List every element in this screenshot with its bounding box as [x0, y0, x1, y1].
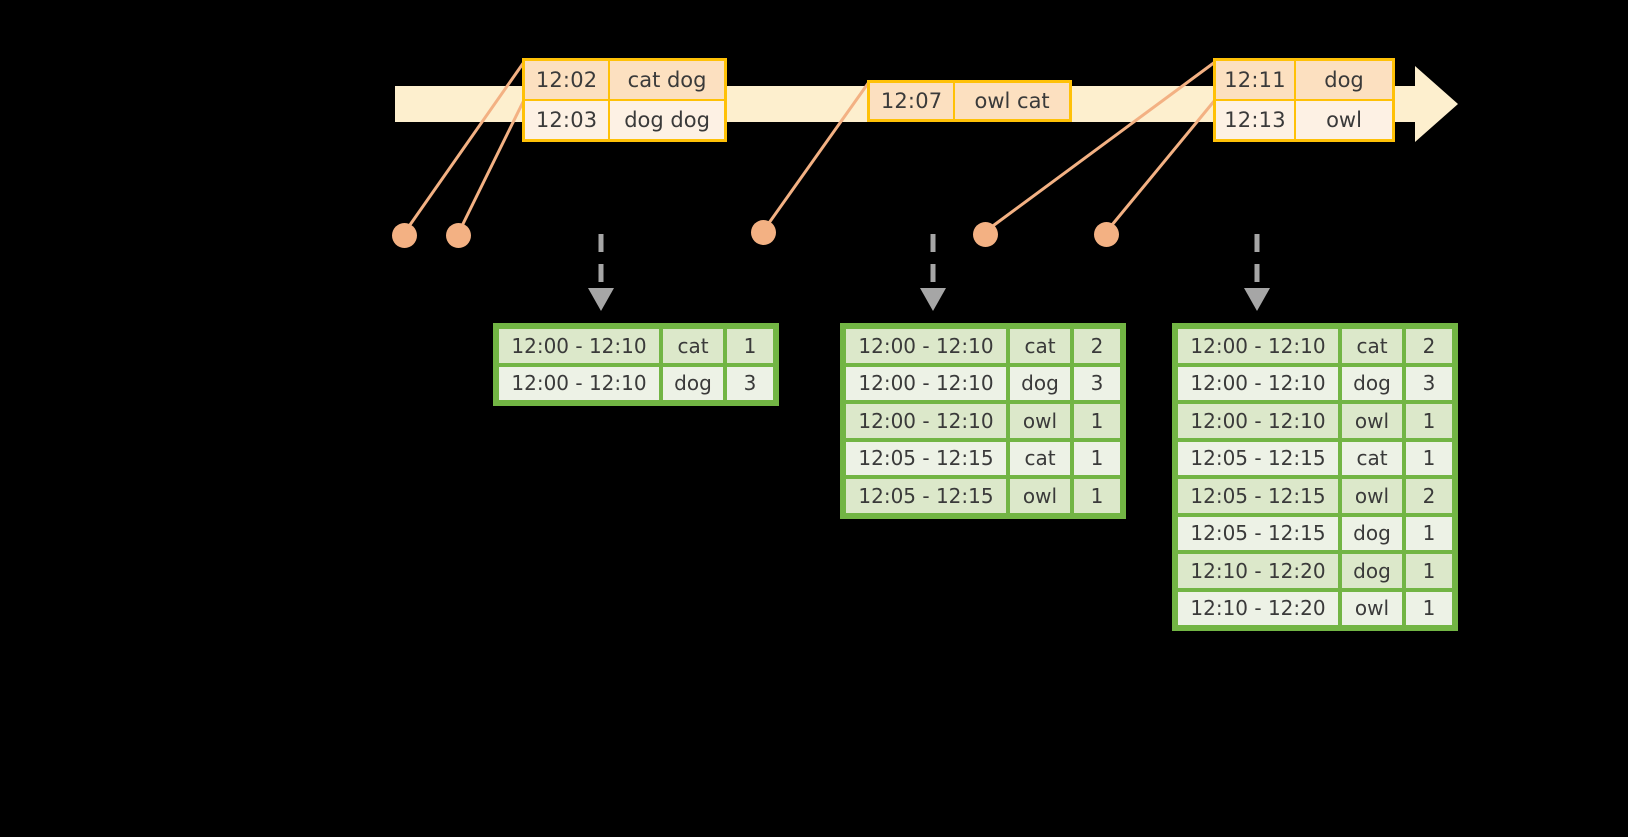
cell-window: 12:00 - 12:10 — [845, 403, 1007, 439]
event-dot-5 — [1094, 222, 1119, 247]
event-row: 12:13 owl — [1216, 101, 1392, 139]
dashed-arrow-head-3 — [1244, 288, 1270, 311]
cell-count: 1 — [1073, 440, 1121, 476]
cell-key: dog — [1341, 365, 1403, 401]
dashed-arrows — [598, 234, 1260, 288]
cell-window: 12:05 - 12:15 — [1177, 515, 1339, 551]
event-row: 12:07 owl cat — [870, 83, 1069, 119]
event-time: 12:02 — [525, 61, 611, 99]
connector-line-5 — [1105, 99, 1217, 232]
cell-key: owl — [1341, 478, 1403, 514]
cell-key: dog — [1009, 365, 1071, 401]
cell-count: 2 — [1405, 478, 1453, 514]
connector-line-3 — [762, 81, 871, 231]
dashed-arrow-head-2 — [920, 288, 946, 311]
dashed-arrow-heads — [588, 288, 1270, 311]
event-dot-3 — [751, 220, 776, 245]
event-row: 12:03 dog dog — [525, 101, 724, 139]
event-box-1[interactable]: 12:02 cat dog 12:03 dog dog — [522, 58, 727, 142]
cell-key: cat — [1341, 328, 1403, 364]
connector-line-2 — [457, 99, 526, 233]
event-text: owl cat — [974, 89, 1050, 113]
event-box-3[interactable]: 12:11 dog 12:13 owl — [1213, 58, 1395, 142]
cell-key: owl — [1009, 403, 1071, 439]
event-row: 12:02 cat dog — [525, 61, 724, 101]
cell-count: 3 — [1073, 365, 1121, 401]
cell-key: owl — [1341, 590, 1403, 626]
event-time: 12:03 — [525, 101, 611, 139]
event-dot-1 — [392, 223, 417, 248]
cell-count: 1 — [1405, 590, 1453, 626]
dashed-arrow-head-1 — [588, 288, 614, 311]
connector-line-1 — [403, 61, 526, 233]
cell-count: 1 — [1405, 515, 1453, 551]
cell-key: cat — [662, 328, 724, 364]
event-row: 12:11 dog — [1216, 61, 1392, 101]
cell-count: 1 — [1073, 478, 1121, 514]
event-time: 12:11 — [1216, 61, 1296, 99]
cell-count: 1 — [1405, 440, 1453, 476]
cell-key: cat — [1009, 440, 1071, 476]
cell-count: 2 — [1073, 328, 1121, 364]
cell-window: 12:10 - 12:20 — [1177, 590, 1339, 626]
cell-count: 2 — [1405, 328, 1453, 364]
cell-window: 12:00 - 12:10 — [1177, 328, 1339, 364]
event-dot-2 — [446, 223, 471, 248]
cell-key: dog — [662, 365, 724, 401]
cell-window: 12:00 - 12:10 — [845, 365, 1007, 401]
cell-key: cat — [1341, 440, 1403, 476]
event-time: 12:07 — [870, 83, 956, 119]
cell-window: 12:05 - 12:15 — [845, 478, 1007, 514]
event-dot-4 — [973, 222, 998, 247]
cell-window: 12:00 - 12:10 — [1177, 403, 1339, 439]
cell-key: dog — [1341, 515, 1403, 551]
cell-count: 3 — [1405, 365, 1453, 401]
cell-window: 12:05 - 12:15 — [1177, 478, 1339, 514]
cell-count: 1 — [1405, 553, 1453, 589]
cell-count: 1 — [1405, 403, 1453, 439]
cell-window: 12:00 - 12:10 — [498, 365, 660, 401]
cell-count: 3 — [726, 365, 774, 401]
cell-window: 12:00 - 12:10 — [845, 328, 1007, 364]
event-text: dog dog — [624, 108, 710, 132]
cell-window: 12:10 - 12:20 — [1177, 553, 1339, 589]
cell-key: cat — [1009, 328, 1071, 364]
cell-window: 12:05 - 12:15 — [845, 440, 1007, 476]
cell-key: owl — [1009, 478, 1071, 514]
event-time: 12:13 — [1216, 101, 1296, 139]
cell-window: 12:00 - 12:10 — [498, 328, 660, 364]
event-text: owl — [1326, 108, 1362, 132]
cell-window: 12:05 - 12:15 — [1177, 440, 1339, 476]
cell-key: dog — [1341, 553, 1403, 589]
event-text: dog — [1324, 68, 1364, 92]
cell-count: 1 — [1073, 403, 1121, 439]
cell-count: 1 — [726, 328, 774, 364]
event-box-2[interactable]: 12:07 owl cat — [867, 80, 1072, 122]
cell-key: owl — [1341, 403, 1403, 439]
event-text: cat dog — [627, 68, 707, 92]
cell-window: 12:00 - 12:10 — [1177, 365, 1339, 401]
